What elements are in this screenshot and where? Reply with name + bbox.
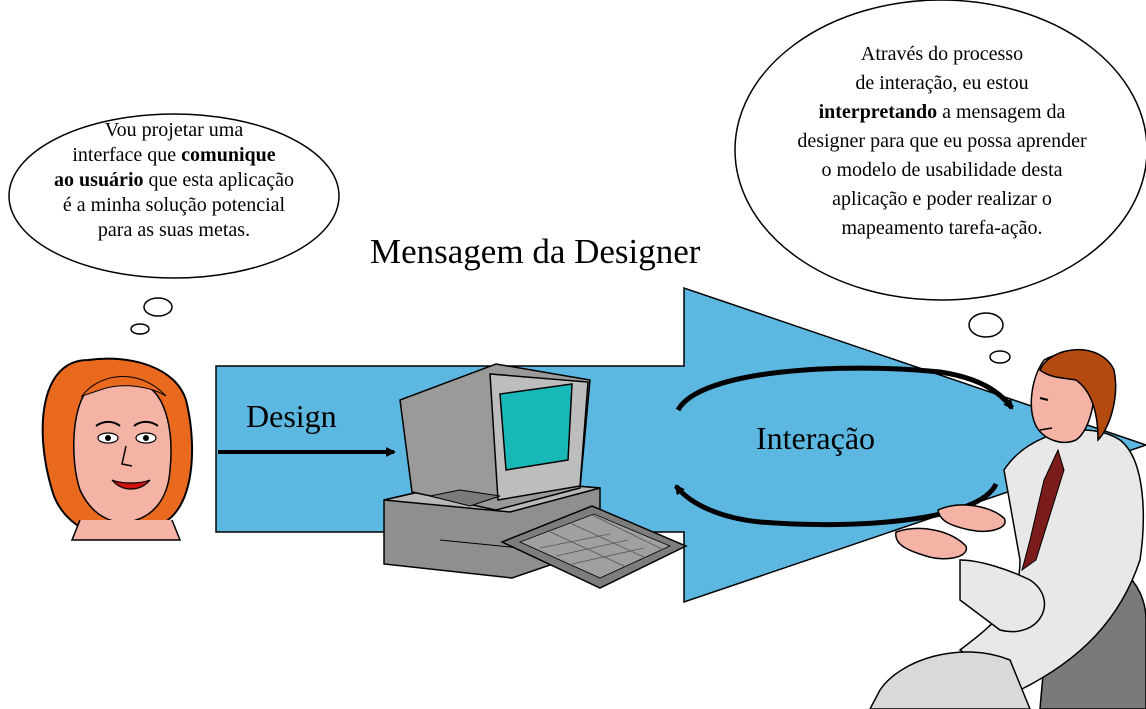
thought-line: de interação, eu estou	[855, 72, 1029, 94]
thought-dot-small	[130, 323, 150, 335]
message-arrow	[215, 286, 1146, 604]
thought-line: ao usuário que esta aplicação	[14, 168, 334, 193]
interaction-label: Interação	[756, 420, 876, 456]
designer-thought-text: Vou projetar uma interface que comunique…	[14, 118, 334, 243]
thought-line: interface que comunique	[14, 143, 334, 168]
thought-emphasis: comunique	[181, 144, 276, 166]
thought-line: designer para que eu possa aprender	[797, 130, 1087, 152]
thought-emphasis: ao usuário	[54, 169, 144, 191]
thought-line: Através do processo	[860, 43, 1024, 65]
interaction-arrow-top	[675, 365, 1014, 412]
thought-dot-small	[989, 350, 1011, 364]
design-label: Design	[246, 398, 337, 434]
thought-text: a mensagem da	[937, 101, 1066, 123]
thought-text: que esta aplicação	[143, 169, 294, 191]
designer-avatar	[41, 357, 193, 541]
thought-line: interpretando a mensagem da	[742, 98, 1142, 127]
user-avatar	[869, 348, 1146, 709]
thought-line: é a minha solução potencial	[62, 194, 286, 216]
user-thought-text: Através do processo de interação, eu est…	[742, 40, 1142, 243]
thought-emphasis: interpretando	[818, 101, 938, 123]
user-thought-bubble	[734, 0, 1146, 301]
monitor-screen	[499, 383, 573, 471]
thought-line: Vou projetar uma	[104, 119, 244, 141]
computer	[383, 363, 688, 589]
thought-text: interface que	[72, 144, 182, 166]
tie	[1021, 448, 1065, 572]
diagram-title: Mensagem da Designer	[370, 232, 701, 271]
thought-dot-large	[968, 312, 1004, 338]
thought-dot-large	[143, 297, 173, 317]
thought-line: para as suas metas.	[97, 219, 251, 241]
thought-line: mapeamento tarefa-ação.	[841, 217, 1043, 239]
thought-line: o modelo de usabilidade desta	[821, 159, 1063, 181]
thought-line: aplicação e poder realizar o	[832, 188, 1052, 210]
designer-thought-bubble	[8, 113, 340, 279]
